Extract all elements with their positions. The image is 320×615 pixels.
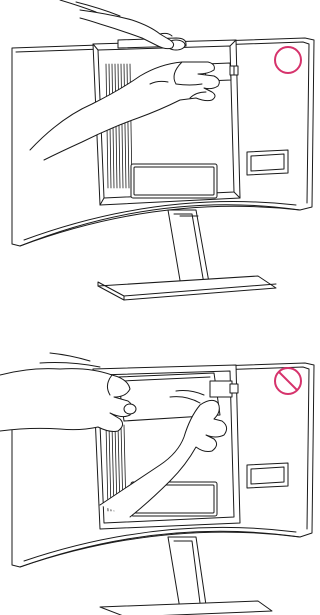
connector: [210, 381, 232, 397]
rear-slot: [131, 164, 217, 198]
left-hand: [0, 369, 133, 432]
panel-incorrect: [0, 305, 320, 615]
panel-correct: [0, 0, 320, 305]
incorrect-illustration: [0, 305, 320, 615]
correct-illustration: [0, 0, 320, 305]
stand-neck: [168, 537, 206, 609]
